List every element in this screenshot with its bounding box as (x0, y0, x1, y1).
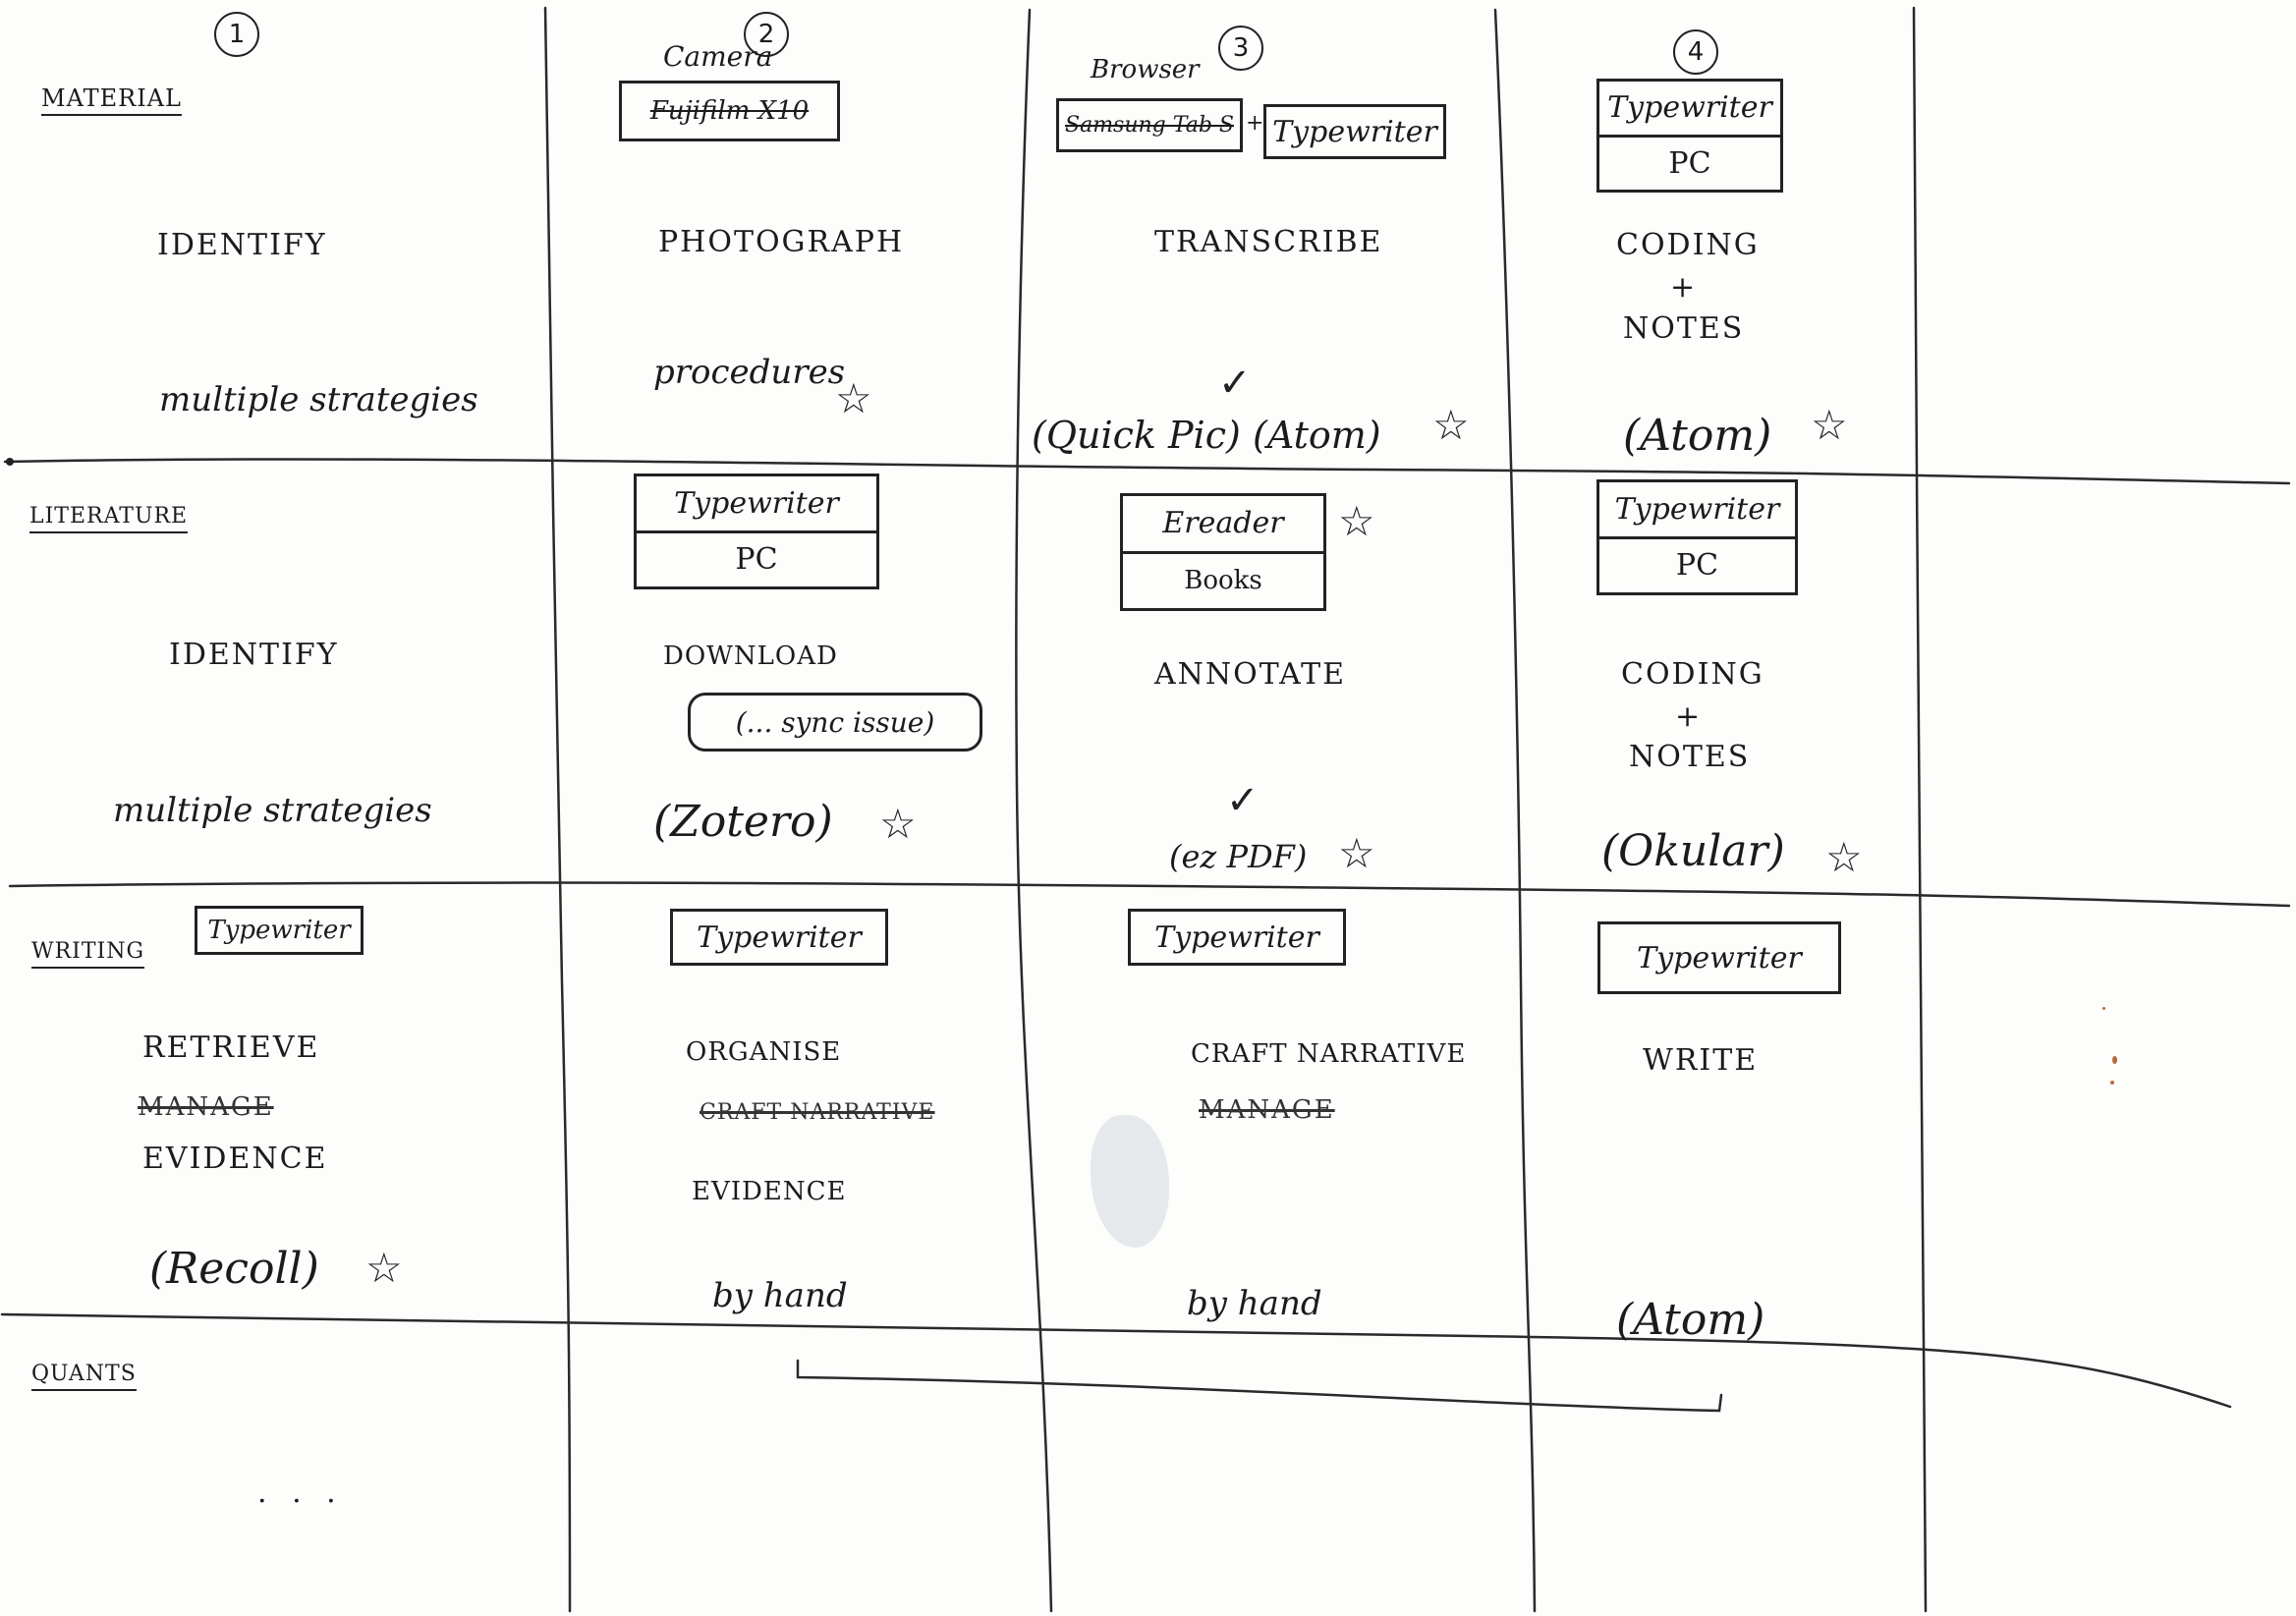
literature-download: DOWNLOAD (663, 641, 838, 671)
literature-multiple-strategies: multiple strategies (113, 791, 432, 830)
literature-star-c4: ☆ (1825, 833, 1863, 881)
column-number-2: 2 (744, 12, 789, 57)
material-atom-c4: (Atom) (1623, 411, 1772, 461)
row-label-literature: LITERATURE (29, 506, 189, 533)
writing-struck-c1: MANAGE (138, 1092, 274, 1122)
literature-device-stack-c3: Ereader Books (1120, 493, 1326, 611)
column-divider-2 (1015, 8, 1053, 1613)
writing-device-c2: Typewriter (670, 909, 888, 966)
writing-atom-c4: (Atom) (1616, 1295, 1765, 1345)
row-label-quants: QUANTS (31, 1364, 137, 1391)
paper-stain (2110, 1081, 2114, 1085)
material-star-c4: ☆ (1811, 401, 1848, 449)
literature-ezpdf: (ez PDF) (1169, 838, 1308, 875)
row-divider-2 (8, 881, 2291, 908)
writing-recoll: (Recoll) (149, 1244, 319, 1294)
literature-coding: CODING (1621, 657, 1764, 692)
material-pc: PC (1668, 145, 1711, 181)
literature-okular: (Okular) (1601, 826, 1785, 876)
paper-stain (2112, 1056, 2117, 1064)
writing-struck-c3: MANAGE (1199, 1095, 1335, 1125)
material-camera-label: Camera (663, 40, 773, 73)
paper-smudge (1091, 1115, 1169, 1248)
literature-pc-c2: PC (735, 542, 778, 578)
writing-struck-c2: CRAFT NARRATIVE (700, 1100, 935, 1125)
material-typewriter-box: Typewriter (1263, 104, 1446, 159)
material-coding: CODING (1616, 228, 1760, 262)
material-check: ✓ (1218, 361, 1252, 406)
material-atom-c3: (Atom) (1253, 414, 1381, 457)
material-star-c3: ☆ (1432, 401, 1470, 449)
literature-identify: IDENTIFY (169, 638, 339, 672)
writing-evidence-c2: EVIDENCE (692, 1177, 847, 1206)
row-label-writing: WRITING (31, 941, 145, 969)
literature-notes: NOTES (1629, 740, 1751, 774)
writing-retrieve: RETRIEVE (142, 1031, 320, 1065)
literature-check: ✓ (1226, 778, 1260, 823)
material-tablet-struck: Samsung Tab S (1065, 113, 1234, 138)
material-identify: IDENTIFY (157, 228, 327, 262)
column-number-3: 3 (1218, 26, 1263, 71)
material-photograph: PHOTOGRAPH (658, 225, 905, 259)
material-typewriter: Typewriter (1599, 82, 1780, 138)
row-divider-1 (3, 458, 2291, 485)
column-number-4: 4 (1673, 29, 1718, 75)
material-star-c2: ☆ (835, 374, 872, 422)
material-device-stack: Typewriter PC (1596, 79, 1783, 193)
paper-stain (2102, 1007, 2105, 1010)
literature-star-c3: ☆ (1338, 829, 1375, 877)
column-divider-1 (543, 6, 572, 1613)
material-notes: NOTES (1623, 311, 1745, 346)
literature-typewriter-c2: Typewriter (637, 476, 876, 533)
quants-ellipsis: . . . (257, 1476, 344, 1510)
writing-byhand-c2: by hand (712, 1276, 848, 1315)
material-device-struck: Fujifilm X10 (649, 96, 810, 126)
literature-books: Books (1184, 566, 1262, 596)
literature-device-stack-c2: Typewriter PC (634, 474, 879, 589)
by-hand-bracket (796, 1359, 1723, 1413)
row-divider-3 (0, 1312, 2232, 1409)
writing-byhand-c3: by hand (1187, 1284, 1322, 1323)
column-number-1: 1 (214, 12, 259, 57)
literature-sync-note: (... sync issue) (688, 693, 982, 752)
writing-write: WRITE (1643, 1043, 1759, 1078)
literature-ereader: Ereader (1123, 496, 1323, 554)
literature-plus: + (1675, 699, 1703, 734)
literature-star-c2: ☆ (879, 800, 917, 848)
writing-device-c3: Typewriter (1128, 909, 1346, 966)
material-plus: + (1246, 111, 1264, 136)
material-multiple-strategies: multiple strategies (159, 380, 478, 419)
writing-device-c4: Typewriter (1597, 921, 1841, 994)
material-browser-label: Browser (1091, 55, 1200, 84)
material-transcribe: TRANSCRIBE (1154, 225, 1383, 259)
material-plus-c4: + (1670, 270, 1698, 305)
literature-pc-c4: PC (1675, 548, 1719, 584)
material-device-box: Fujifilm X10 (619, 81, 840, 141)
writing-craft-narrative: CRAFT NARRATIVE (1191, 1039, 1467, 1069)
column-divider-4 (1912, 6, 1928, 1613)
literature-annotate: ANNOTATE (1154, 657, 1347, 692)
material-quickpic: (Quick Pic) (1032, 414, 1241, 457)
literature-zotero: (Zotero) (653, 797, 833, 847)
writing-organise: ORGANISE (686, 1037, 842, 1067)
column-divider-3 (1493, 8, 1537, 1613)
material-procedures: procedures (653, 353, 846, 392)
literature-typewriter-c4: Typewriter (1599, 482, 1795, 539)
literature-device-stack-c4: Typewriter PC (1596, 479, 1798, 595)
writing-device-c1: Typewriter (195, 906, 364, 955)
writing-star-c1: ☆ (365, 1244, 403, 1292)
writing-evidence-c1: EVIDENCE (142, 1142, 328, 1176)
row-label-material: MATERIAL (41, 86, 182, 116)
material-tablet-box: Samsung Tab S (1056, 98, 1243, 152)
literature-star-c3-top: ☆ (1338, 497, 1375, 545)
